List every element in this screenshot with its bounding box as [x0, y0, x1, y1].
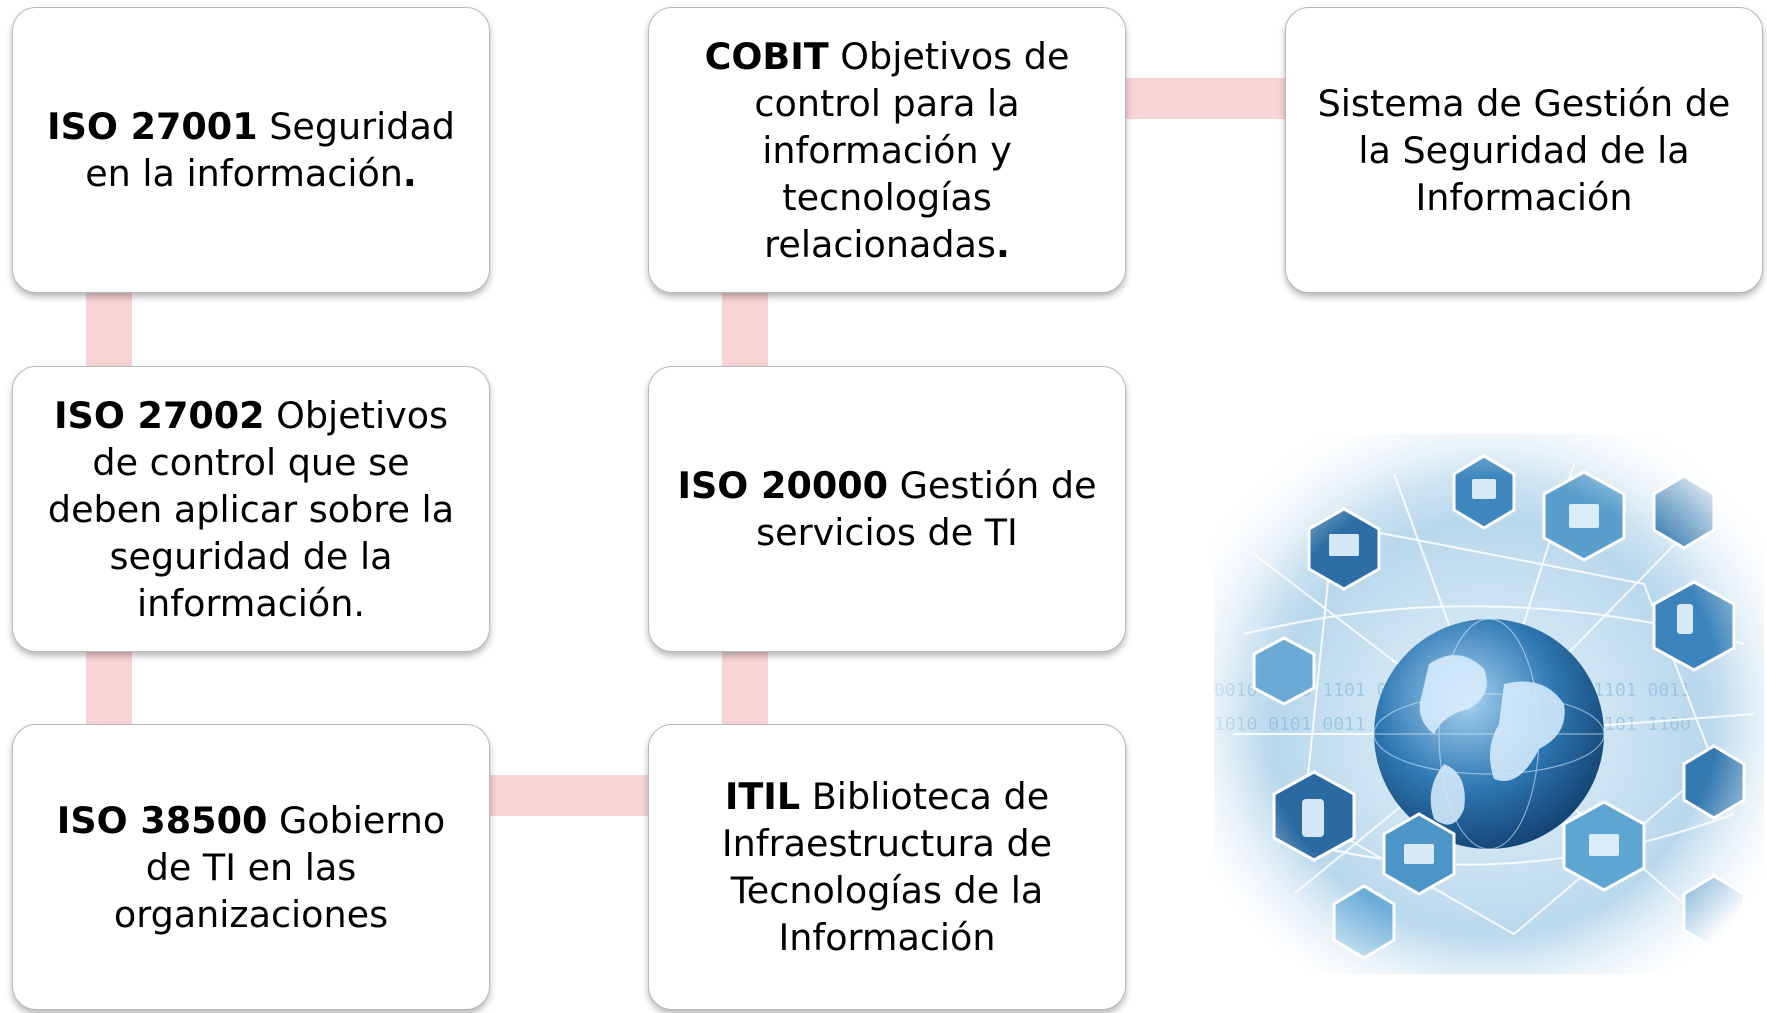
card-text: Gestión de servicios de TI [756, 464, 1097, 554]
card-text: Biblioteca de Infraestructura de Tecnolo… [721, 775, 1053, 959]
card-text-end: . [995, 222, 1010, 266]
card-iso-38500: ISO 38500 Gobierno de TI en las organiza… [12, 724, 490, 1010]
connector-27002-38500 [86, 648, 132, 728]
card-text: Seguridad en la información [85, 105, 455, 195]
card-iso-20000: ISO 20000 Gestión de servicios de TI [648, 366, 1126, 652]
card-code: ITIL [724, 775, 801, 818]
card-code: ISO 27001 [47, 105, 258, 148]
connector-itil-20000 [722, 648, 768, 728]
card-text: Objetivos de control que se deben aplica… [47, 393, 455, 625]
tech-network-image: 0010 0100 1101 0010 0110 1001 0100 1101 … [1214, 434, 1764, 974]
card-iso-27002: ISO 27002 Objetivos de control que se de… [12, 366, 490, 652]
connector-cobit-sgsi [1125, 78, 1287, 119]
card-cobit: COBIT Objetivos de control para la infor… [648, 7, 1126, 293]
card-itil: ITIL Biblioteca de Infraestructura de Te… [648, 724, 1126, 1010]
globe-network-illustration: 0010 0100 1101 0010 0110 1001 0100 1101 … [1214, 434, 1764, 974]
card-code: ISO 27002 [53, 393, 265, 437]
connector-38500-itil [490, 775, 650, 816]
card-text-end: . [402, 152, 417, 195]
card-text: Gobierno de TI en las organizaciones [113, 798, 446, 936]
connector-20000-cobit [722, 290, 768, 370]
card-text: Objetivos de control para la información… [754, 34, 1070, 266]
card-text: Sistema de Gestión de la Seguridad de la… [1317, 81, 1731, 219]
card-sgsi: Sistema de Gestión de la Seguridad de la… [1285, 7, 1763, 293]
card-code: ISO 38500 [56, 798, 268, 842]
card-code: COBIT [704, 34, 829, 78]
card-iso-27001: ISO 27001 Seguridad en la información. [12, 7, 490, 293]
card-code: ISO 20000 [677, 464, 889, 507]
connector-27001-27002 [86, 290, 132, 370]
